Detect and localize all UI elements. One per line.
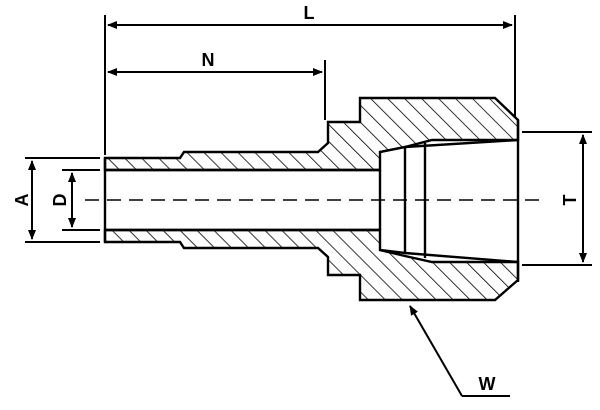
dim-N-label: N: [202, 50, 215, 70]
dimension-A: [25, 157, 100, 243]
dim-D-label: D: [50, 194, 70, 207]
leader-W: [409, 305, 510, 397]
dimension-N: [107, 60, 326, 120]
leader-W-line: [409, 305, 463, 397]
dimension-D: [62, 169, 100, 231]
lower-wall-section: [103, 228, 520, 302]
leader-W-label: W: [479, 374, 496, 394]
dim-T-label: T: [560, 195, 580, 206]
dim-A-label: A: [12, 194, 32, 207]
dim-L-label: L: [304, 3, 315, 23]
fitting-body: [103, 96, 520, 302]
bore-outlines: [103, 120, 520, 282]
dimension-T: [522, 131, 592, 266]
upper-wall-section: [103, 96, 520, 172]
dimension-L: [104, 15, 516, 155]
